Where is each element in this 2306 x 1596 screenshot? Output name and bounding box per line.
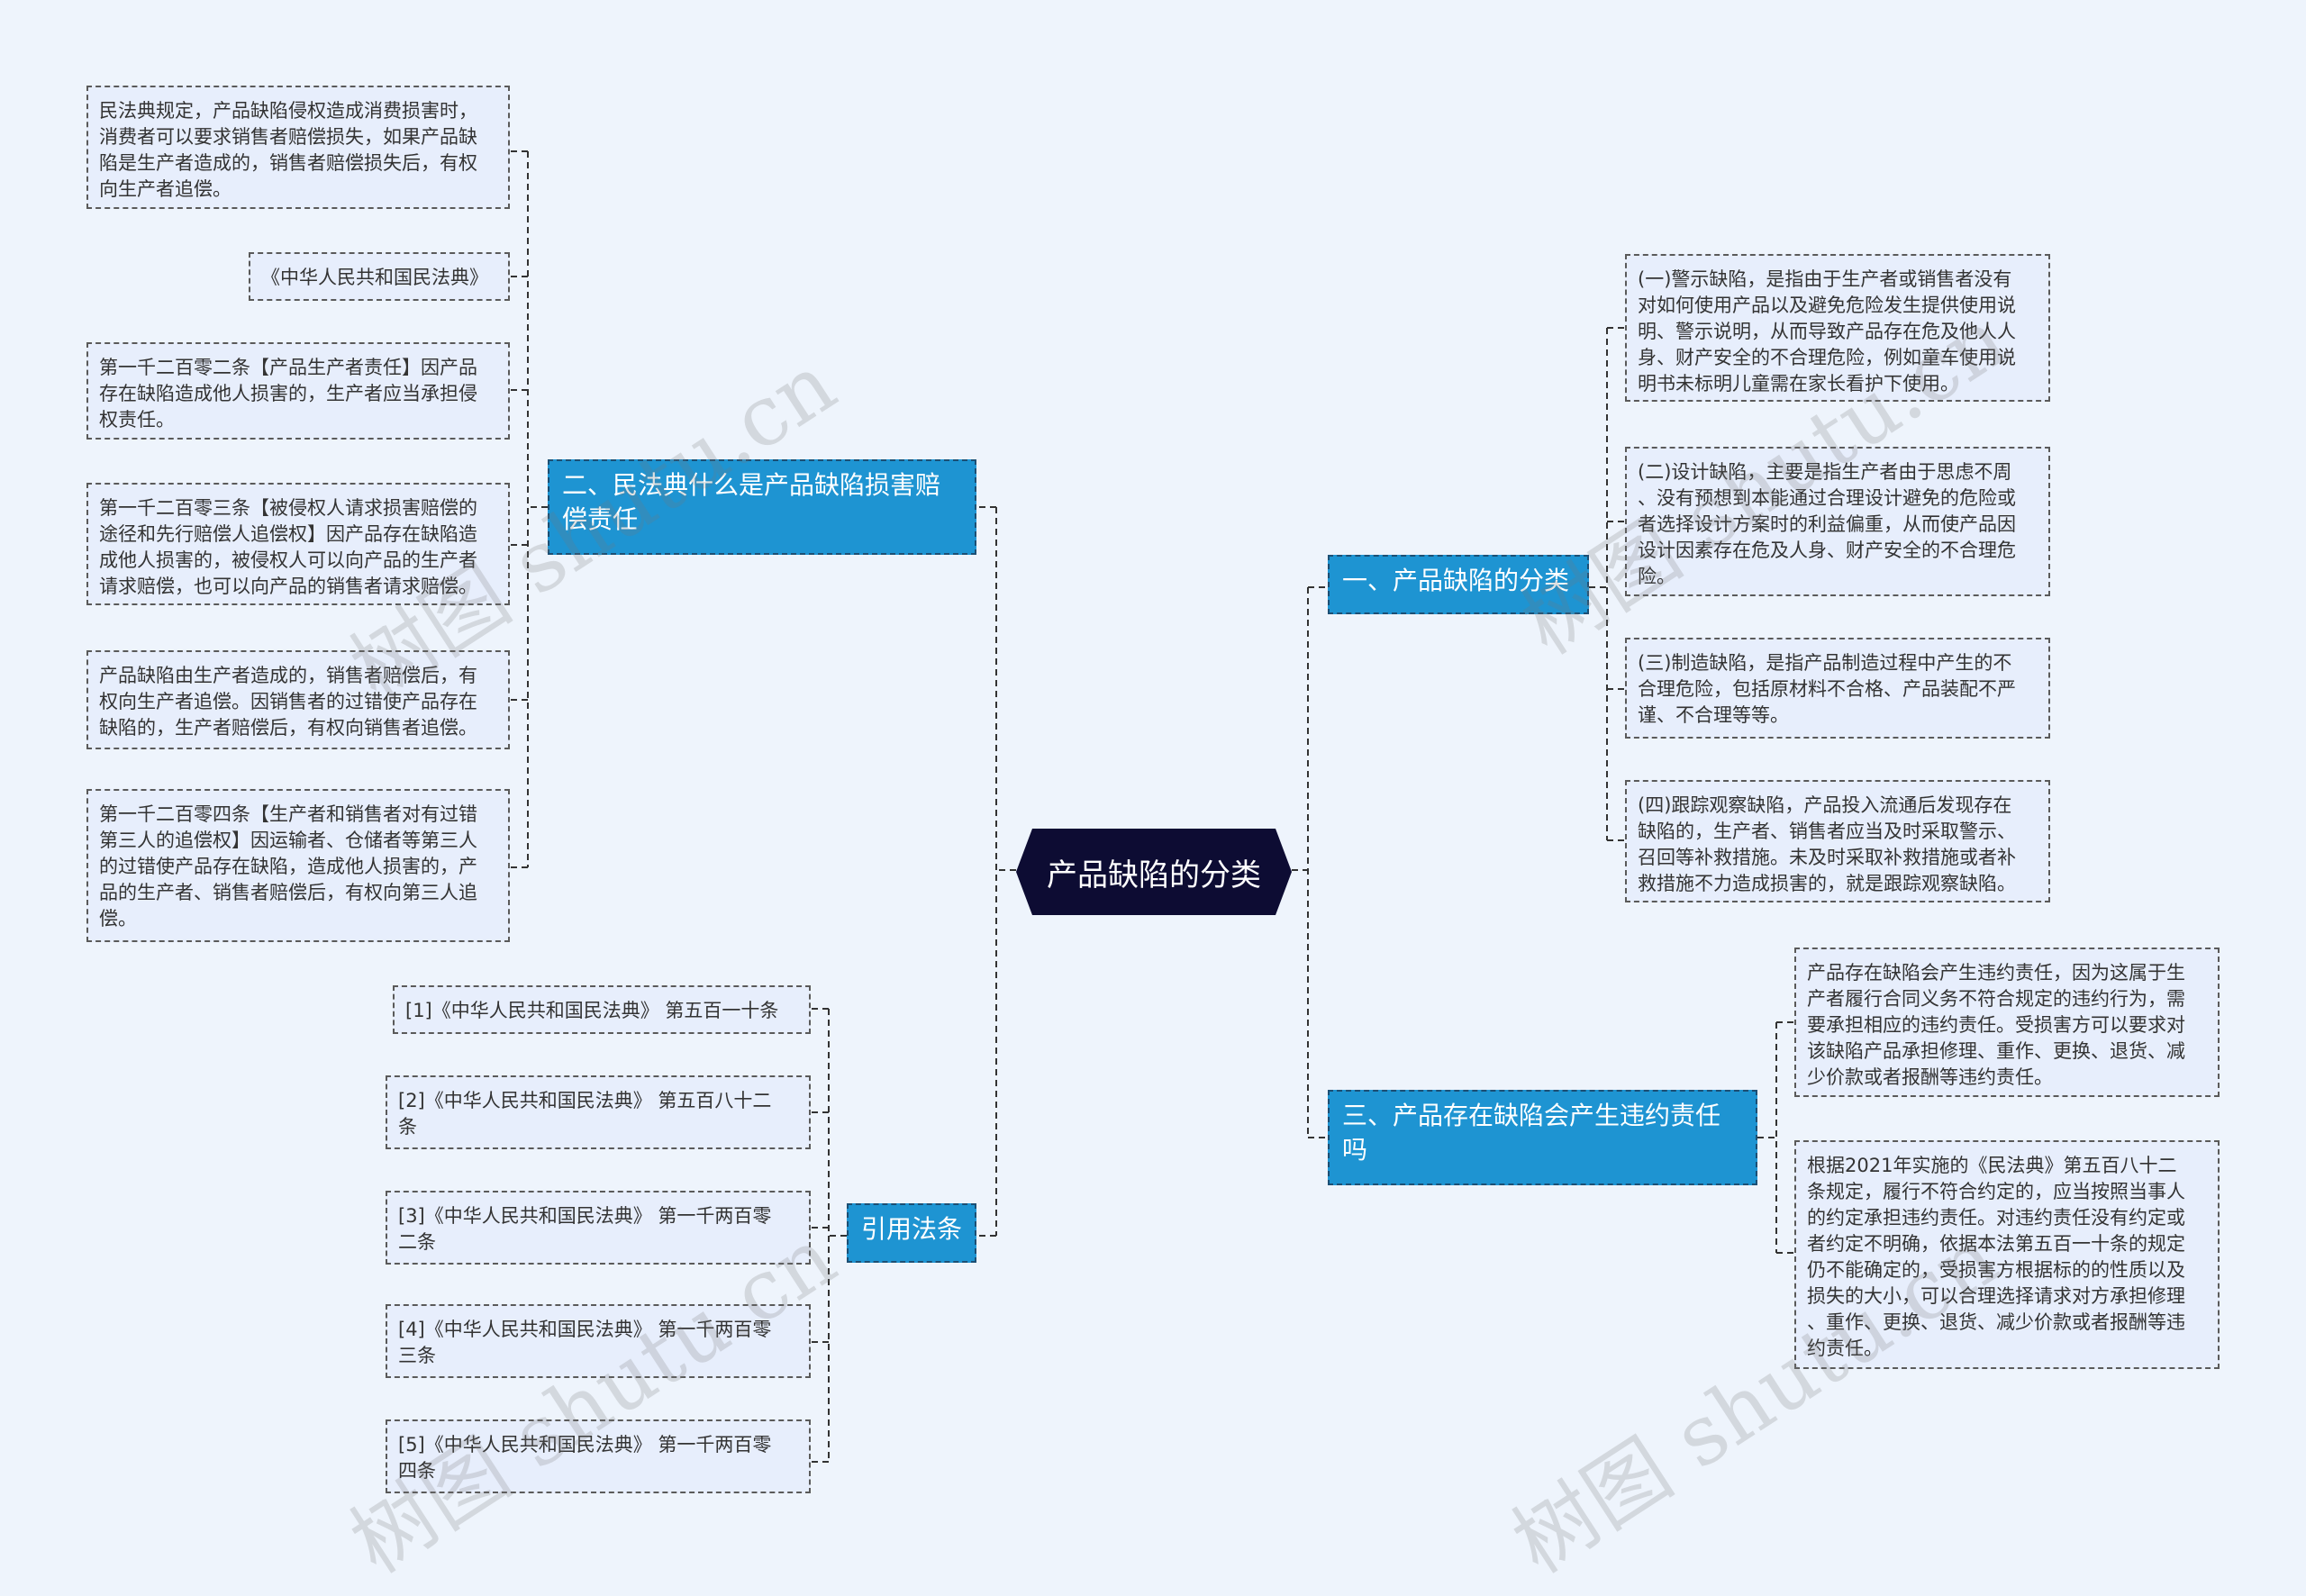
branch-label: 三、产品存在缺陷会产生违约责任吗 [1342,1101,1721,1165]
leaf-article-1204: 第一千二百零四条【生产者和销售者对有过错 第三人的追偿权】因运输者、仓储者等第三… [86,789,510,942]
root-node[interactable]: 产品缺陷的分类 [1016,829,1292,915]
citation-item: [1]《中华人民共和国民法典》 第五百一十条 [393,985,811,1034]
leaf-recourse-rule: 产品缺陷由生产者造成的，销售者赔偿后，有 权向生产者追偿。因销售者的过错使产品存… [86,650,510,749]
citation-item: [5]《中华人民共和国民法典》 第一千两百零 四条 [386,1419,811,1493]
leaf-civil-code-article-582: 根据2021年实施的《民法典》第五百八十二 条规定，履行不符合约定的，应当按照当… [1794,1140,2220,1369]
leaf-warning-defect: (一)警示缺陷，是指由于生产者或销售者没有 对如何使用产品以及避免危险发生提供使… [1625,254,2050,402]
branch-product-defect-types[interactable]: 一、产品缺陷的分类 [1328,555,1589,614]
root-label: 产品缺陷的分类 [1047,857,1261,893]
leaf-civil-code-title: 《中华人民共和国民法典》 [249,252,510,301]
citation-item: [2]《中华人民共和国民法典》 第五百八十二 条 [386,1075,811,1149]
branch-breach-liability[interactable]: 三、产品存在缺陷会产生违约责任吗 [1328,1090,1757,1185]
branch-label: 一、产品缺陷的分类 [1342,566,1570,595]
leaf-civil-code-provision: 民法典规定，产品缺陷侵权造成消费损害时， 消费者可以要求销售者赔偿损失，如果产品… [86,86,510,209]
leaf-article-1203: 第一千二百零三条【被侵权人请求损害赔偿的 途径和先行赔偿人追偿权】因产品存在缺陷… [86,483,510,605]
leaf-article-1202: 第一千二百零二条【产品生产者责任】因产品 存在缺陷造成他人损害的，生产者应当承担… [86,342,510,440]
branch-label: 二、民法典什么是产品缺陷损害赔偿责任 [562,470,941,534]
leaf-design-defect: (二)设计缺陷，主要是指生产者由于思虑不周 、没有预想到本能通过合理设计避免的危… [1625,447,2050,596]
leaf-manufacturing-defect: (三)制造缺陷，是指产品制造过程中产生的不 合理危险，包括原材料不合格、产品装配… [1625,638,2050,739]
branch-cited-articles[interactable]: 引用法条 [847,1203,976,1263]
citation-item: [3]《中华人民共和国民法典》 第一千两百零 二条 [386,1191,811,1265]
leaf-breach-liability-explanation: 产品存在缺陷会产生违约责任，因为这属于生 产者履行合同义务不符合规定的违约行为，… [1794,948,2220,1097]
branch-damage-liability[interactable]: 二、民法典什么是产品缺陷损害赔偿责任 [548,459,976,555]
branch-label: 引用法条 [861,1214,963,1244]
leaf-tracking-defect: (四)跟踪观察缺陷，产品投入流通后发现存在 缺陷的，生产者、销售者应当及时采取警… [1625,780,2050,902]
citation-item: [4]《中华人民共和国民法典》 第一千两百零 三条 [386,1304,811,1378]
